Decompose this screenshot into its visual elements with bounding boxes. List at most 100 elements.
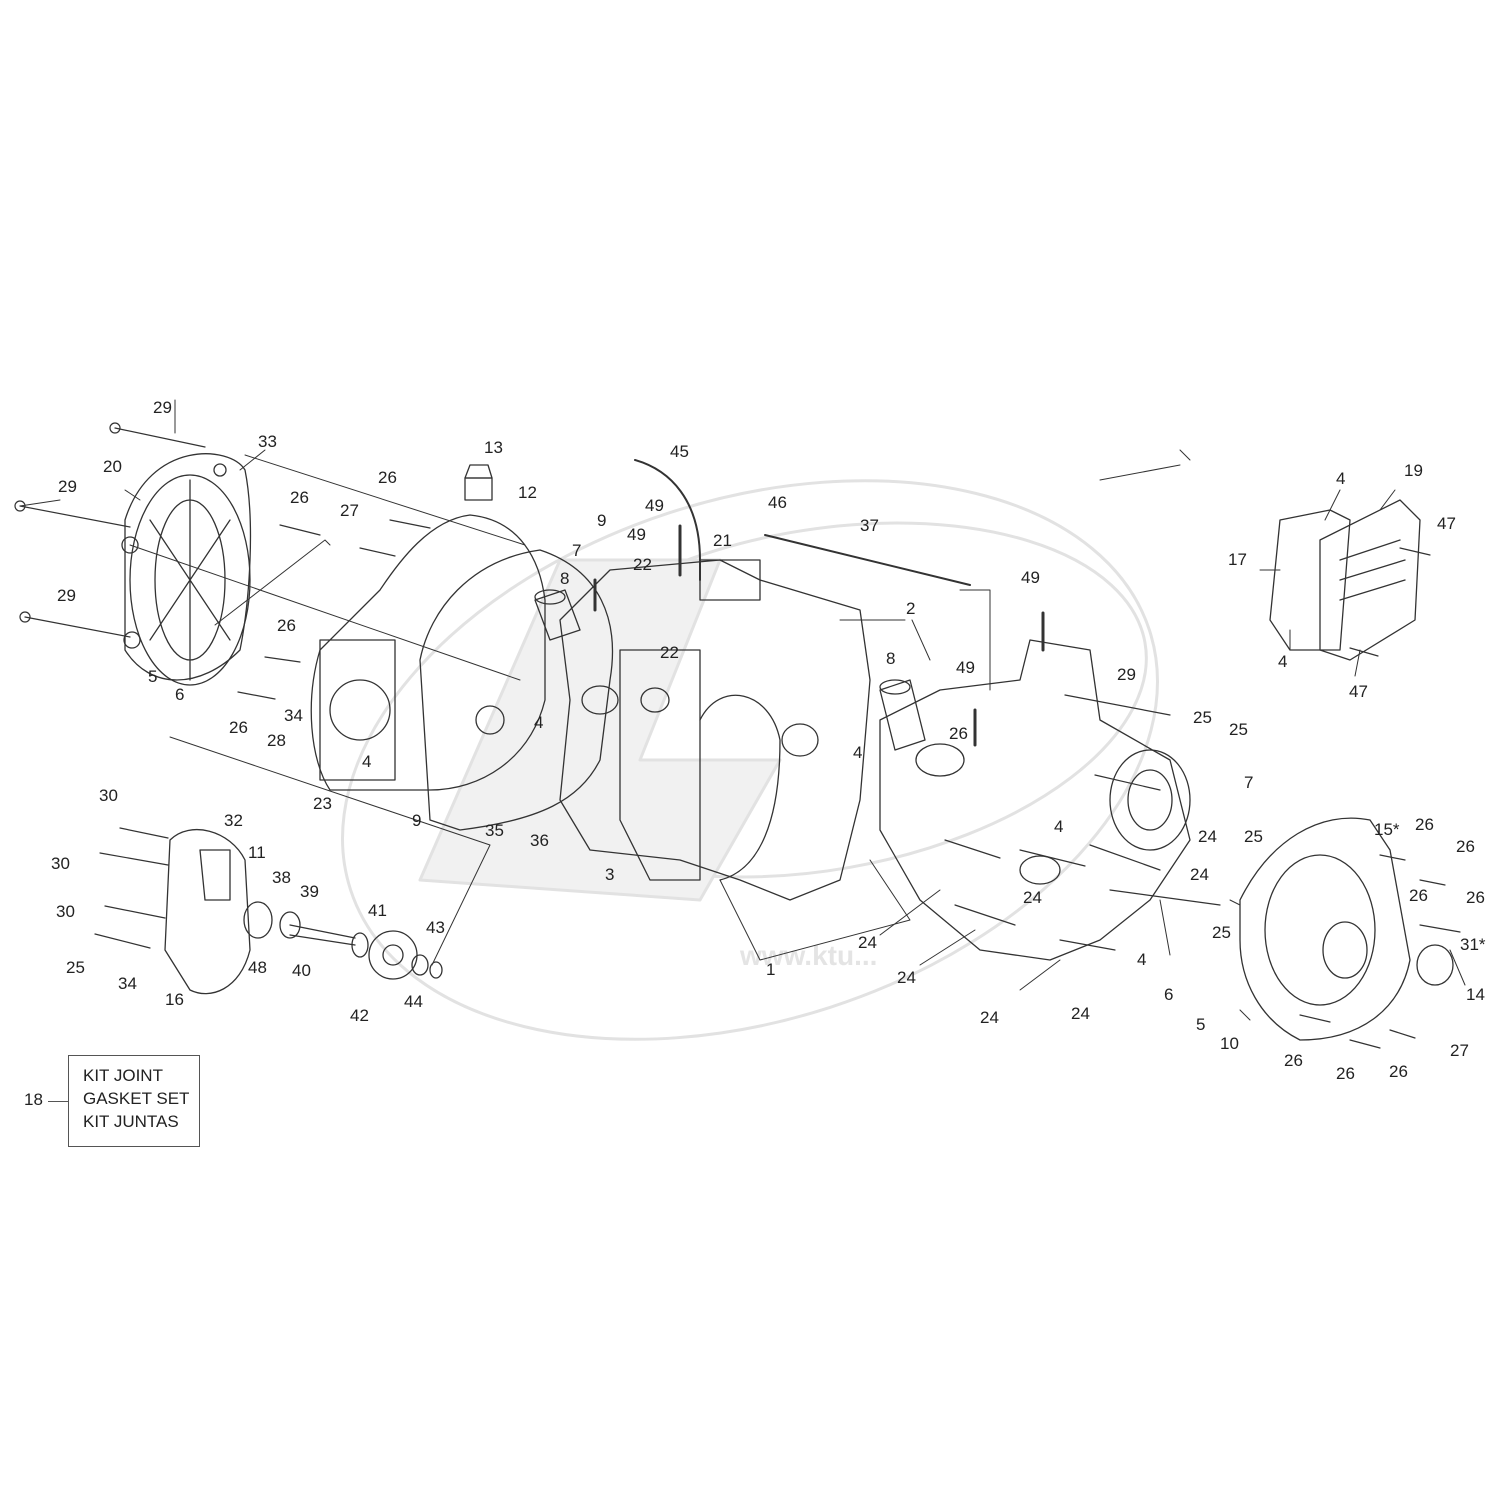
callout-26: 26 bbox=[1284, 1051, 1303, 1070]
callout-49: 49 bbox=[956, 658, 975, 677]
callout-17: 17 bbox=[1228, 550, 1247, 569]
bolts bbox=[14, 422, 1461, 1049]
callout-26: 26 bbox=[1336, 1064, 1355, 1083]
liner-left bbox=[534, 589, 581, 641]
callout-26: 26 bbox=[229, 718, 248, 737]
callout-16: 16 bbox=[165, 990, 184, 1009]
callout-7: 7 bbox=[572, 541, 581, 560]
callout-27: 27 bbox=[340, 501, 359, 520]
callout-13: 13 bbox=[484, 438, 503, 457]
callout-25: 25 bbox=[1229, 720, 1248, 739]
clutch-cover bbox=[310, 514, 546, 791]
breather-hose bbox=[634, 459, 701, 581]
callout-4: 4 bbox=[1054, 817, 1063, 836]
callout-1: 1 bbox=[766, 960, 775, 979]
callout-35: 35 bbox=[485, 821, 504, 840]
callout-2: 2 bbox=[906, 599, 915, 618]
callout-41: 41 bbox=[368, 901, 387, 920]
callout-24: 24 bbox=[1023, 888, 1042, 907]
callout-4: 4 bbox=[534, 713, 543, 732]
callout-48: 48 bbox=[248, 958, 267, 977]
callout-9: 9 bbox=[412, 811, 421, 830]
callout-5: 5 bbox=[148, 667, 157, 686]
callout-26: 26 bbox=[277, 616, 296, 635]
callout-49: 49 bbox=[645, 496, 664, 515]
callout-49: 49 bbox=[1021, 568, 1040, 587]
callout-36: 36 bbox=[530, 831, 549, 850]
callout-24: 24 bbox=[1198, 827, 1217, 846]
watermark-url: www.ktu... bbox=[739, 940, 877, 971]
callout-11: 11 bbox=[248, 843, 266, 862]
callout-32: 32 bbox=[224, 811, 243, 830]
callout-10: 10 bbox=[1220, 1034, 1239, 1053]
callout-46: 46 bbox=[768, 493, 787, 512]
kit-ref-number: 18 bbox=[24, 1090, 43, 1109]
kit-ref-leader bbox=[48, 1101, 68, 1102]
callout-24: 24 bbox=[1190, 865, 1209, 884]
callout-28: 28 bbox=[267, 731, 286, 750]
callout-4: 4 bbox=[1137, 950, 1146, 969]
callout-39: 39 bbox=[300, 882, 319, 901]
callout-30: 30 bbox=[56, 902, 75, 921]
callout-38: 38 bbox=[272, 868, 291, 887]
callout-23: 23 bbox=[313, 794, 332, 813]
water-pump-cover bbox=[164, 828, 251, 995]
callout-27: 27 bbox=[1450, 1041, 1469, 1060]
callout-4: 4 bbox=[1278, 652, 1287, 671]
callout-26: 26 bbox=[949, 724, 968, 743]
callout-4: 4 bbox=[853, 743, 862, 762]
right-side-cover bbox=[1239, 817, 1454, 1041]
callout-34: 34 bbox=[118, 974, 137, 993]
callout-31: 31* bbox=[1460, 935, 1486, 954]
callout-3: 3 bbox=[605, 865, 614, 884]
leader-lines bbox=[19, 399, 1466, 1021]
water-pump-internals bbox=[243, 901, 443, 980]
callout-43: 43 bbox=[426, 918, 445, 937]
callout-29: 29 bbox=[57, 586, 76, 605]
callout-24: 24 bbox=[897, 968, 916, 987]
liner-right bbox=[879, 679, 926, 751]
left-outer-cover bbox=[121, 453, 252, 686]
callout-30: 30 bbox=[51, 854, 70, 873]
callout-24: 24 bbox=[858, 933, 877, 952]
callout-19: 19 bbox=[1404, 461, 1423, 480]
callout-33: 33 bbox=[258, 432, 277, 451]
right-crankcase bbox=[879, 639, 1191, 961]
watermark-logo: www.ktu... bbox=[341, 479, 1159, 1041]
callout-8: 8 bbox=[560, 569, 569, 588]
callout-44: 44 bbox=[404, 992, 423, 1011]
kit-label-fr: KIT JOINT bbox=[83, 1066, 163, 1085]
callout-30: 30 bbox=[99, 786, 118, 805]
kit-label-en: GASKET SET bbox=[83, 1089, 190, 1108]
callout-25: 25 bbox=[1244, 827, 1263, 846]
callout-26: 26 bbox=[378, 468, 397, 487]
callout-6: 6 bbox=[175, 685, 184, 704]
callout-20: 20 bbox=[103, 457, 122, 476]
callout-47: 47 bbox=[1349, 682, 1368, 701]
callout-29: 29 bbox=[1117, 665, 1136, 684]
callout-26: 26 bbox=[1409, 886, 1428, 905]
callout-29: 29 bbox=[153, 398, 172, 417]
gasket-kit-box: KIT JOINT GASKET SET KIT JUNTAS bbox=[68, 1055, 200, 1147]
callout-26: 26 bbox=[1466, 888, 1485, 907]
callout-12: 12 bbox=[518, 483, 537, 502]
callout-24: 24 bbox=[980, 1008, 999, 1027]
kit-label-es: KIT JUNTAS bbox=[83, 1112, 179, 1131]
callout-26: 26 bbox=[1415, 815, 1434, 834]
sprocket-cover bbox=[1269, 499, 1421, 661]
callout-40: 40 bbox=[292, 961, 311, 980]
callout-45: 45 bbox=[670, 442, 689, 461]
callout-25: 25 bbox=[66, 958, 85, 977]
callout-37: 37 bbox=[860, 516, 879, 535]
callout-26: 26 bbox=[1389, 1062, 1408, 1081]
callout-42: 42 bbox=[350, 1006, 369, 1025]
callout-26: 26 bbox=[290, 488, 309, 507]
filler-plug bbox=[464, 464, 493, 501]
callout-21: 21 bbox=[713, 531, 732, 550]
callout-8: 8 bbox=[886, 649, 895, 668]
callout-5: 5 bbox=[1196, 1015, 1205, 1034]
callouts: 1 2 3 4 4 4 4 4 4 4 5 5 6 6 7 7 8 8 9 9 … bbox=[51, 398, 1486, 1083]
callout-7: 7 bbox=[1244, 773, 1253, 792]
callout-4: 4 bbox=[362, 752, 371, 771]
